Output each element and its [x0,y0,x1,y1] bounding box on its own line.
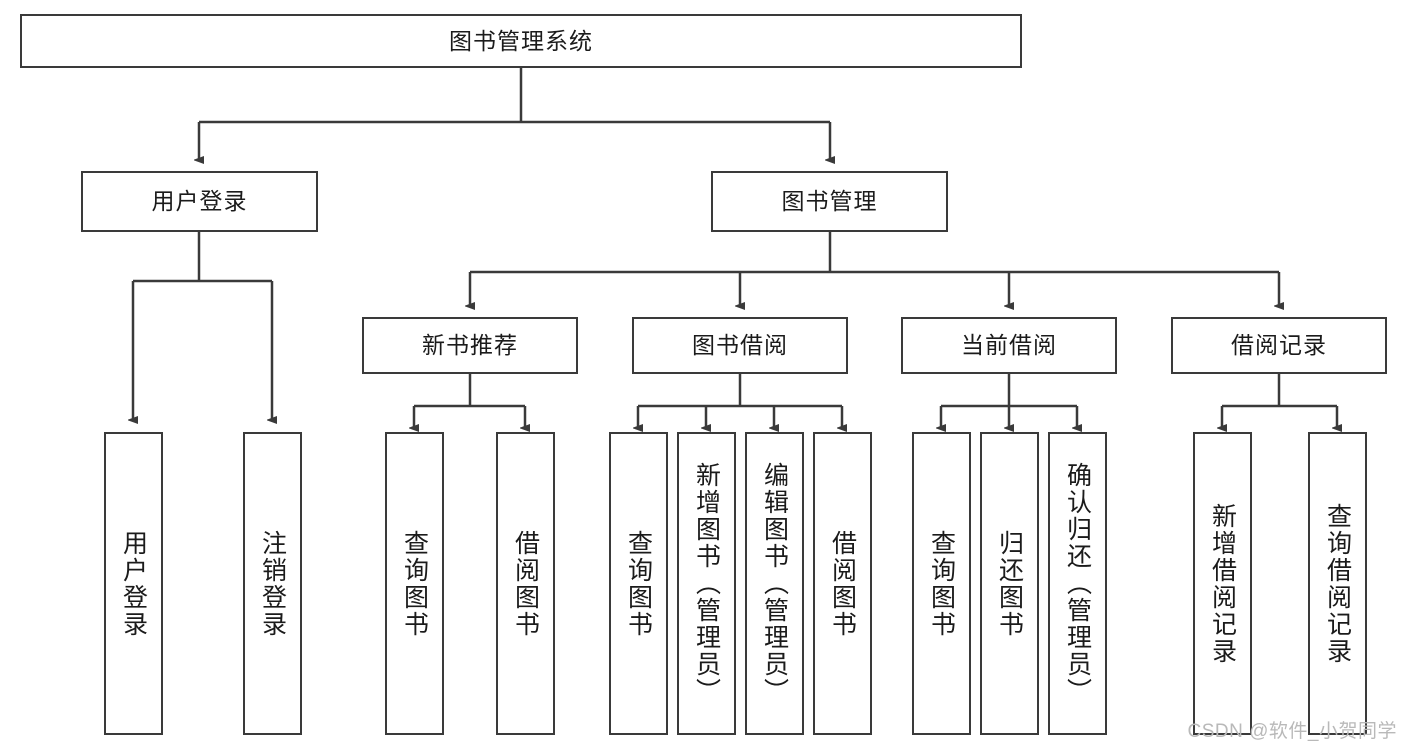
leaf-book-borrow-borrow[interactable]: 借阅图书 [813,432,872,735]
leaf-label: 借阅图书 [511,529,540,638]
leaf-label: 查询借阅记录 [1323,502,1352,665]
leaf-user-login[interactable]: 用户登录 [104,432,163,735]
node-book-borrow[interactable]: 图书借阅 [632,317,848,374]
watermark-text: CSDN @软件_小贺同学 [1187,721,1397,742]
leaf-book-borrow-add[interactable]: 新增图书（管理员） [677,432,736,735]
leaf-label: 新增借阅记录 [1208,502,1237,665]
leaf-label: 归还图书 [995,529,1024,638]
leaf-borrow-record-add[interactable]: 新增借阅记录 [1193,432,1252,735]
leaf-book-borrow-query[interactable]: 查询图书 [609,432,668,735]
leaf-current-borrow-return[interactable]: 归还图书 [980,432,1039,735]
leaf-label: 注销登录 [258,529,287,638]
leaf-borrow-record-query[interactable]: 查询借阅记录 [1308,432,1367,735]
leaf-logout[interactable]: 注销登录 [243,432,302,735]
node-book-management[interactable]: 图书管理 [711,171,948,232]
node-new-book-recommend[interactable]: 新书推荐 [362,317,578,374]
node-root[interactable]: 图书管理系统 [20,14,1022,68]
leaf-label: 查询图书 [624,529,653,638]
leaf-label: 确认归还（管理员） [1063,462,1092,705]
leaf-book-borrow-edit[interactable]: 编辑图书（管理员） [745,432,804,735]
leaf-label: 查询图书 [927,529,956,638]
leaf-label: 编辑图书（管理员） [760,462,789,705]
node-user-login[interactable]: 用户登录 [81,171,318,232]
leaf-current-borrow-confirm[interactable]: 确认归还（管理员） [1048,432,1107,735]
leaf-label: 查询图书 [400,529,429,638]
leaf-new-book-borrow[interactable]: 借阅图书 [496,432,555,735]
leaf-label: 用户登录 [119,529,148,638]
leaf-new-book-query[interactable]: 查询图书 [385,432,444,735]
leaf-label: 借阅图书 [828,529,857,638]
node-borrow-record[interactable]: 借阅记录 [1171,317,1387,374]
leaf-label: 新增图书（管理员） [692,462,721,705]
leaf-current-borrow-query[interactable]: 查询图书 [912,432,971,735]
node-current-borrow[interactable]: 当前借阅 [901,317,1117,374]
